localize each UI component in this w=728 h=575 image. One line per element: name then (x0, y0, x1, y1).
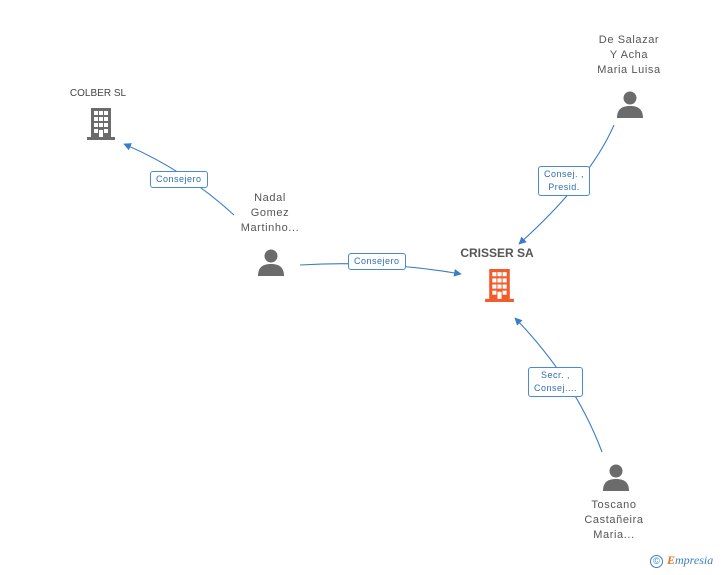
building-icon-colber[interactable] (87, 108, 115, 140)
building-icon-crisser[interactable] (485, 269, 514, 302)
person-icon-nadal[interactable] (258, 249, 284, 277)
edge-label-nadal-colber[interactable]: Consejero (150, 171, 208, 188)
edge-label-toscano-crisser[interactable]: Secr. , Consej.... (528, 367, 584, 397)
node-label-toscano[interactable]: Toscano Castañeira Maria... (584, 499, 644, 541)
copyright-icon: © (650, 555, 663, 568)
empresia-logo[interactable]: © Empresia (650, 553, 713, 568)
person-icon-toscano[interactable] (603, 464, 629, 492)
brand-name: mpresia (675, 553, 714, 567)
node-label-colber[interactable]: COLBER SL (69, 88, 127, 99)
node-label-crisser[interactable]: CRISSER SA (460, 246, 534, 260)
edge-label-salazar-crisser[interactable]: Consej. , Presid. (538, 166, 591, 196)
node-label-nadal[interactable]: Nadal Gomez Martinho... (240, 192, 300, 234)
person-icon-salazar[interactable] (617, 91, 643, 119)
edge-label-nadal-crisser[interactable]: Consejero (348, 253, 406, 270)
node-label-salazar[interactable]: De Salazar Y Acha Maria Luisa (597, 34, 661, 76)
brand-initial: E (667, 553, 676, 567)
